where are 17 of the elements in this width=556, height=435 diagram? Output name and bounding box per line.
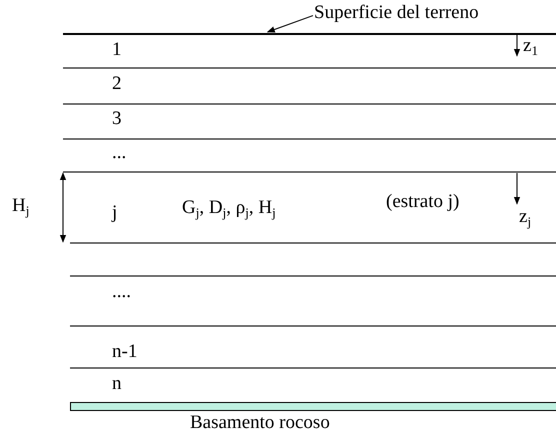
ground-surface-line: [63, 33, 556, 35]
layer-name: (estrato j): [386, 192, 460, 213]
thickness-label: H$_{j}$: [12, 196, 30, 217]
annotation-text: Superficie del terreno: [314, 3, 479, 24]
depth-variable: z$_{j}$: [519, 207, 532, 228]
leader-line: [266, 15, 314, 33]
layer-number: 1: [112, 40, 122, 61]
ellipsis: ....: [112, 282, 131, 303]
layer-number: j: [112, 203, 118, 224]
bedrock-label: Basamento rocoso: [190, 413, 330, 434]
layer-number: n: [112, 374, 122, 395]
ellipsis: ...: [112, 143, 126, 164]
depth-variable: z$_{1}$: [523, 36, 538, 57]
layer-number: 3: [112, 109, 122, 130]
layer-properties: G$_{j}$, D$_{j}$, ρ$_{j}$, H$_{j}$: [182, 198, 276, 219]
layer-number: 2: [112, 74, 122, 95]
layer-number: n-1: [112, 342, 138, 363]
